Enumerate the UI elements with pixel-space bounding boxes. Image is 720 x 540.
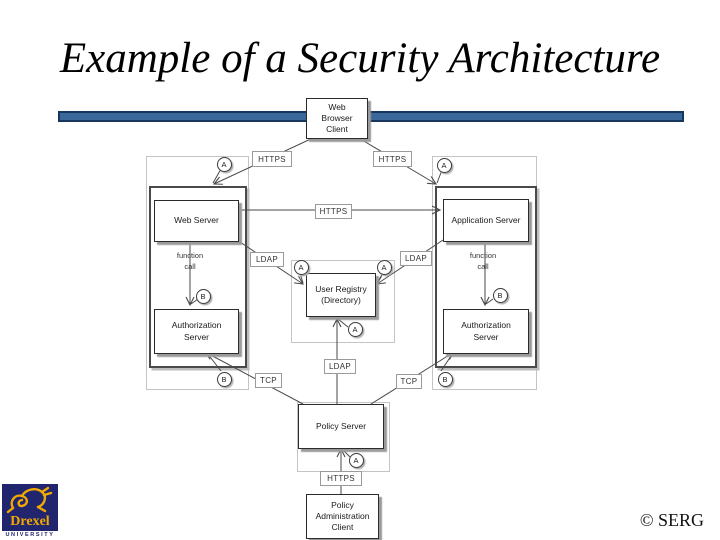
leader-A-policy — [341, 448, 351, 458]
node-policy-server: Policy Server — [298, 404, 384, 449]
drexel-wordmark: Drexel — [10, 514, 50, 529]
badge-A-registry-left: A — [293, 259, 309, 275]
badge-B-right-bottom: B — [437, 371, 453, 387]
leader-B-right-bottom — [440, 352, 454, 372]
node-web-server: Web Server — [154, 200, 239, 242]
badge-A-registry-right: A — [376, 259, 392, 275]
edge-label-tcp-left: TCP — [255, 373, 282, 388]
edge-label-ldap-bottom: LDAP — [324, 359, 356, 374]
node-authorization-server-left: Authorization Server — [154, 309, 239, 354]
edge-label-https-bottom: HTTPS — [320, 471, 362, 486]
edge-label-https-right: HTTPS — [373, 151, 412, 167]
leader-B-right-mid — [485, 298, 494, 305]
leader-A-registry-left — [299, 272, 304, 284]
function-call-label-right: function call — [469, 251, 497, 271]
leader-A-registry-bottom — [337, 318, 349, 328]
node-application-server: Application Server — [443, 199, 529, 242]
edge-policyserver-authleft — [203, 351, 304, 405]
function-call-label-left: function call — [176, 251, 204, 271]
node-user-registry: User Registry (Directory) — [306, 273, 376, 317]
badge-A-top-right: A — [436, 157, 452, 173]
edge-label-https-mid: HTTPS — [315, 204, 352, 219]
leader-A-top-left — [212, 168, 222, 184]
copyright-text: © SERG — [639, 510, 704, 530]
drexel-university-text: UNIVERSITY — [5, 532, 55, 538]
drexel-logo: Drexel — [2, 484, 58, 531]
edge-label-https-left: HTTPS — [252, 151, 292, 167]
badge-B-left-mid: B — [195, 288, 211, 304]
slide-title: Example of a Security Architecture — [59, 35, 661, 82]
badge-A-registry-bottom: A — [347, 321, 363, 337]
badge-B-left-bottom: B — [216, 371, 232, 387]
title-divider-bar — [58, 111, 684, 122]
badge-A-top-left: A — [216, 156, 232, 172]
edge-label-ldap-left: LDAP — [250, 252, 284, 267]
leader-B-left-bottom — [206, 352, 222, 372]
node-authorization-server-right: Authorization Server — [443, 309, 529, 354]
node-policy-administration-client: Policy Administration Client — [306, 494, 379, 539]
edge-label-tcp-right: TCP — [396, 374, 422, 389]
dragon-icon — [6, 486, 53, 514]
badge-B-right-mid: B — [492, 287, 508, 303]
badge-A-policy: A — [348, 452, 364, 468]
edge-label-ldap-right: LDAP — [400, 251, 432, 266]
node-web-browser-client: Web Browser Client — [306, 98, 368, 139]
leader-A-registry-right — [376, 272, 384, 284]
